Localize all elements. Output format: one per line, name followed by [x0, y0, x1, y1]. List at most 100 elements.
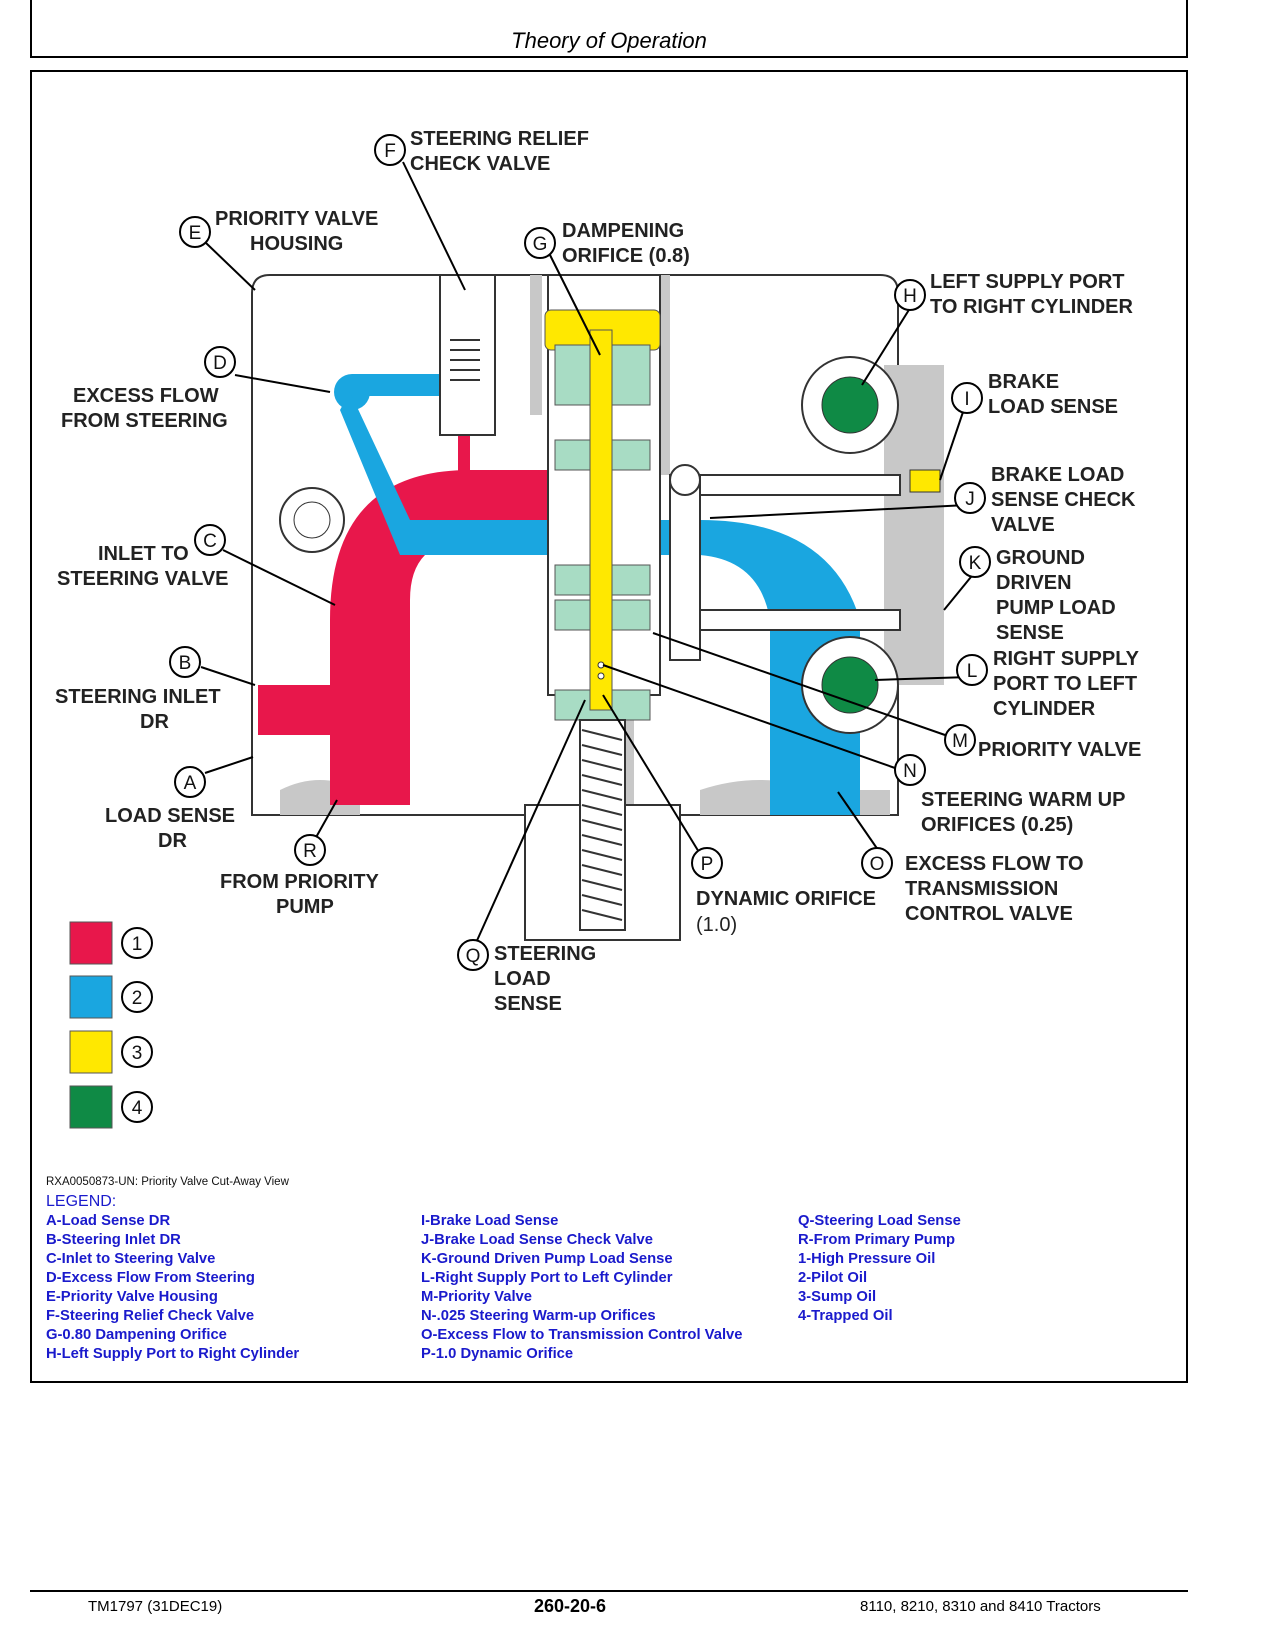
swatch-trapped: [69, 1085, 113, 1129]
callout-circle: [959, 546, 991, 578]
legend-item: J-Brake Load Sense Check Valve: [421, 1232, 653, 1248]
callout-A: A LOAD SENSE DR: [105, 766, 235, 852]
callout-label: PUMP LOAD: [996, 597, 1116, 619]
callout-I: I BRAKE LOAD SENSE: [951, 371, 1118, 418]
callout-label: CYLINDER: [993, 698, 1096, 720]
callout-circle: [169, 646, 201, 678]
callout-letter: C: [203, 531, 217, 552]
relief-check-valve: [439, 274, 496, 436]
key-number: 1: [132, 934, 143, 955]
key-circle: [121, 1091, 153, 1123]
callout-O: O EXCESS FLOW TO TRANSMISSION CONTROL VA…: [861, 847, 1084, 925]
legend-item: D-Excess Flow From Steering: [46, 1270, 255, 1286]
color-key: 1 2 3 4: [69, 921, 153, 1129]
callout-label: LOAD SENSE: [105, 805, 235, 827]
callout-circle: [524, 227, 556, 259]
callout-label: STEERING VALVE: [57, 568, 229, 590]
legend-item: Q-Steering Load Sense: [798, 1213, 961, 1229]
callout-label: DR: [158, 830, 187, 852]
callout-label: CONTROL VALVE: [905, 903, 1073, 925]
callout-letter: R: [303, 841, 317, 862]
callout-label: LEFT SUPPLY PORT: [930, 271, 1124, 293]
page-title: Theory of Operation: [511, 28, 707, 53]
callout-letter: A: [184, 773, 197, 794]
callout-letter: N: [903, 761, 917, 782]
callout-circle: [179, 216, 211, 248]
callout-B: B STEERING INLET DR: [55, 646, 221, 733]
figure-caption: RXA0050873-UN: Priority Valve Cut-Away V…: [46, 1176, 289, 1188]
callout-J: J BRAKE LOAD SENSE CHECK VALVE: [954, 464, 1136, 536]
callout-label: PRIORITY VALVE: [215, 208, 378, 230]
callout-label: TRANSMISSION: [905, 878, 1058, 900]
callout-label: (1.0): [696, 914, 737, 936]
callout-label: STEERING INLET: [55, 686, 221, 708]
callout-circle: [204, 346, 236, 378]
brake-check-valve: [669, 464, 901, 661]
callout-label: TO RIGHT CYLINDER: [930, 296, 1134, 318]
callout-circle: [374, 134, 406, 166]
callout-C: C INLET TO STEERING VALVE: [57, 524, 229, 590]
key-number: 2: [132, 988, 143, 1009]
callout-E: E PRIORITY VALVE HOUSING: [179, 208, 378, 255]
key-circle: [121, 1036, 153, 1068]
callout-label: VALVE: [991, 514, 1055, 536]
priority-valve-diagram: A LOAD SENSE DR B STEERING INLET DR C IN…: [55, 128, 1141, 1129]
key-circle: [121, 927, 153, 959]
callout-label: PRIORITY VALVE: [978, 739, 1141, 761]
legend-item: M-Priority Valve: [421, 1289, 533, 1305]
callout-label: GROUND: [996, 547, 1085, 569]
callout-label: DR: [140, 711, 169, 733]
callout-label: SENSE: [996, 622, 1064, 644]
callout-letter: H: [903, 286, 917, 307]
callout-label: EXCESS FLOW: [73, 385, 219, 407]
callout-F: F STEERING RELIEF CHECK VALVE: [374, 128, 589, 175]
key-number: 4: [132, 1098, 143, 1119]
callout-label: PORT TO LEFT: [993, 673, 1137, 695]
legend-item: B-Steering Inlet DR: [46, 1232, 181, 1248]
callout-label: LOAD: [494, 968, 551, 990]
callout-G: G DAMPENING ORIFICE (0.8): [524, 220, 690, 267]
callout-label: BRAKE: [988, 371, 1059, 393]
legend-item: R-From Primary Pump: [798, 1232, 956, 1248]
footer-doc-id: TM1797 (31DEC19): [88, 1598, 223, 1615]
callout-K: K GROUND DRIVEN PUMP LOAD SENSE: [959, 546, 1116, 644]
callout-label: BRAKE LOAD: [991, 464, 1124, 486]
callout-label: SENSE CHECK: [991, 489, 1136, 511]
callout-label: RIGHT SUPPLY: [993, 648, 1140, 670]
supply-ports: [279, 356, 941, 734]
legend-heading: LEGEND:: [46, 1193, 117, 1210]
footer-models: 8110, 8210, 8310 and 8410 Tractors: [860, 1598, 1101, 1615]
callout-letter: O: [870, 854, 885, 875]
callout-circle: [294, 834, 326, 866]
swatch-pilot: [69, 975, 113, 1019]
callout-N: N STEERING WARM UP ORIFICES (0.25): [894, 754, 1125, 836]
callout-label: PUMP: [276, 896, 334, 918]
legend-item: E-Priority Valve Housing: [46, 1289, 218, 1305]
callout-label: FROM PRIORITY: [220, 871, 380, 893]
figure-frame: [30, 70, 1188, 1383]
callout-circle: [956, 654, 988, 686]
callout-circle: [194, 524, 226, 556]
callout-M: M PRIORITY VALVE: [944, 724, 1141, 761]
header-box: Theory of Operation: [30, 0, 1188, 58]
legend-item: 4-Trapped Oil: [798, 1308, 893, 1324]
callout-letter: I: [964, 389, 969, 410]
legend-item: K-Ground Driven Pump Load Sense: [421, 1251, 673, 1267]
callout-Q: Q STEERING LOAD SENSE: [457, 939, 596, 1015]
key-circle: [121, 981, 153, 1013]
callout-label: INLET TO: [98, 543, 189, 565]
legend-item: C-Inlet to Steering Valve: [46, 1251, 216, 1267]
callout-letter: B: [179, 653, 192, 674]
callout-circle: [951, 382, 983, 414]
legend-item: N-.025 Steering Warm-up Orifices: [421, 1308, 656, 1324]
callout-label: HOUSING: [250, 233, 343, 255]
callout-circle: [457, 939, 489, 971]
legend-item: 1-High Pressure Oil: [798, 1251, 936, 1267]
callout-letter: E: [189, 223, 202, 244]
spring-housing: [524, 719, 681, 941]
legend-item: L-Right Supply Port to Left Cylinder: [421, 1270, 673, 1286]
legend-item: A-Load Sense DR: [46, 1213, 171, 1229]
callout-H: H LEFT SUPPLY PORT TO RIGHT CYLINDER: [894, 271, 1134, 318]
